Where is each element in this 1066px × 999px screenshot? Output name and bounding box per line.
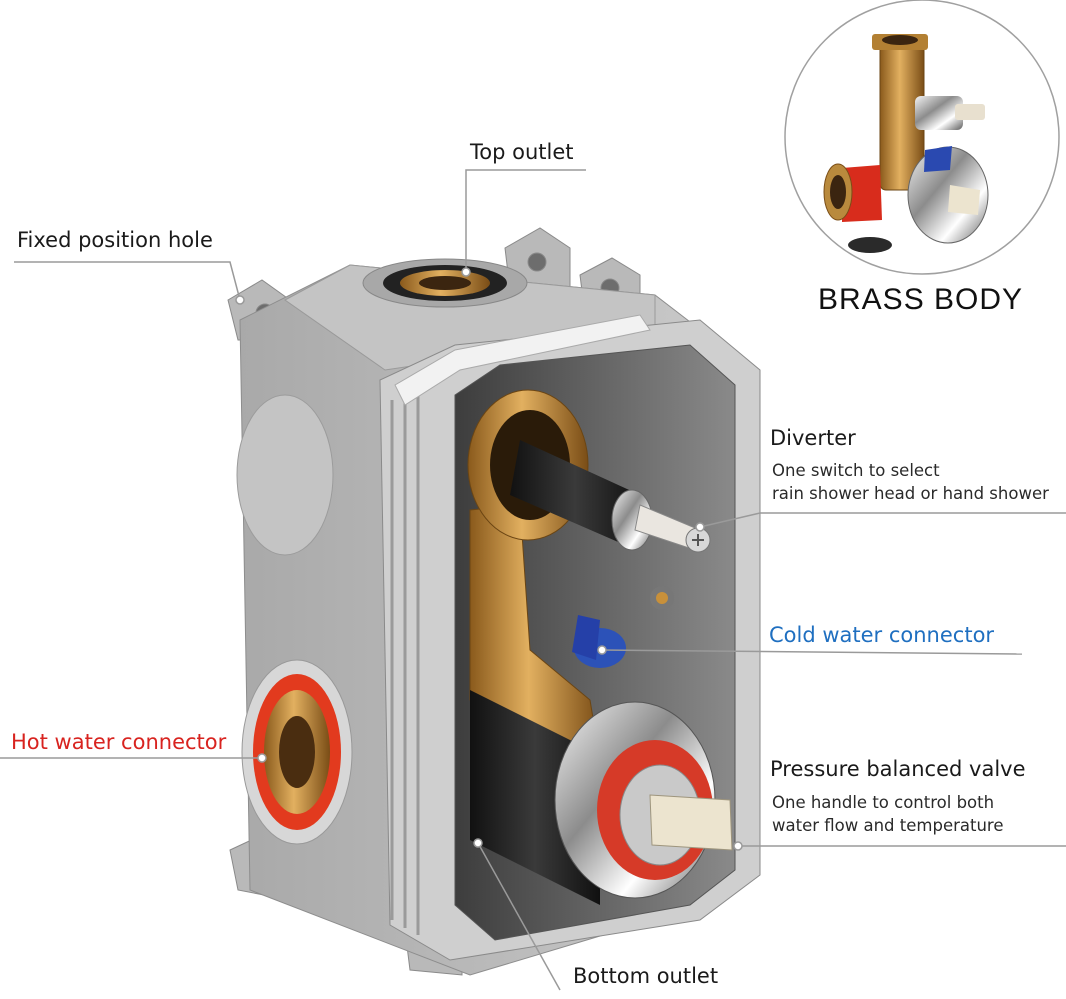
diverter-leader	[699, 512, 1066, 528]
hot-water-connector-label: Hot water connector	[11, 730, 227, 754]
fixed-position-hole-label: Fixed position hole	[17, 228, 213, 252]
bottom-outlet-label: Bottom outlet	[573, 964, 719, 988]
top-outlet-leader	[465, 169, 586, 272]
pbv-desc-line-2: water flow and temperature	[772, 816, 1004, 835]
pressure-balanced-valve-label: Pressure balanced valve	[770, 757, 1026, 781]
bottom-outlet-leader	[477, 842, 561, 991]
diverter-label: Diverter	[770, 426, 856, 450]
top-outlet-label: Top outlet	[470, 140, 574, 164]
brass-body-inset-image	[784, 0, 1060, 275]
diverter-desc-line-2: rain shower head or hand shower	[772, 484, 1049, 503]
fixed-hole-leader	[14, 261, 241, 301]
diverter-desc-line-1: One switch to select	[772, 461, 940, 480]
pbv-desc-line-1: One handle to control both	[772, 793, 995, 812]
cold-water-leader	[601, 649, 1023, 655]
brass-body-title: BRASS BODY	[818, 283, 1024, 316]
cold-water-connector-label: Cold water connector	[769, 623, 995, 647]
